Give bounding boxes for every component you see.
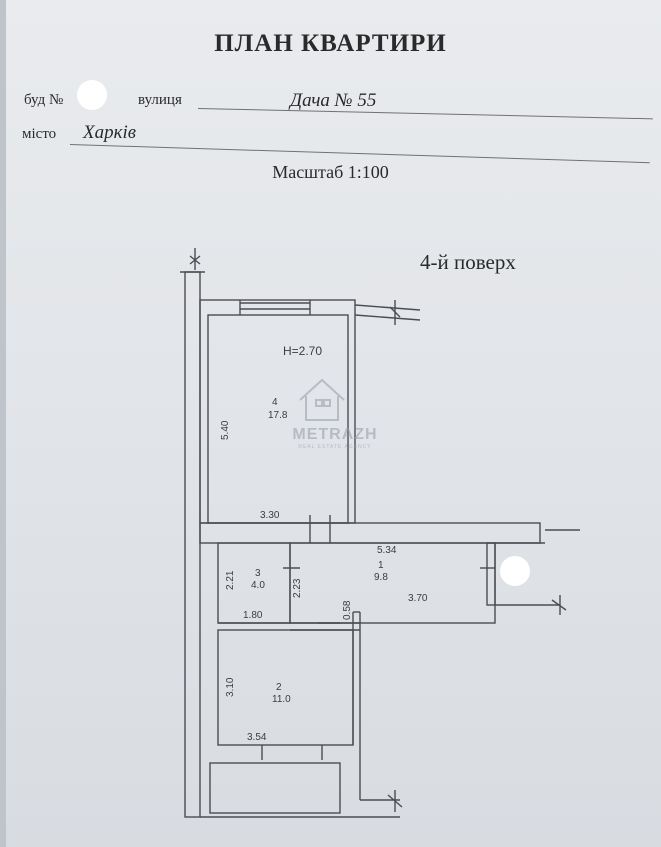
corridor-lower-dim: 3.70 — [408, 593, 428, 604]
corridor-height-dim: 2.23 — [292, 578, 303, 598]
building-label: буд № — [24, 92, 64, 108]
building-number-redaction — [77, 80, 107, 110]
watermark-house-icon — [299, 378, 345, 421]
left-wall — [184, 271, 201, 818]
watermark: METRAZH REAL ESTATE AGENCY — [280, 378, 390, 450]
room-3-area: 4.0 — [251, 580, 265, 591]
room-3-number: 3 — [255, 568, 261, 579]
step-dim: 0.58 — [342, 600, 353, 620]
scale-label: Масштаб 1:100 — [272, 162, 389, 182]
street-value: Дача № 55 — [290, 90, 377, 111]
balcony-outline — [209, 762, 341, 814]
break-mark-top — [389, 300, 401, 325]
paper-edge — [0, 0, 6, 847]
room-1-number: 1 — [378, 560, 384, 571]
height-note: H=2.70 — [283, 344, 322, 358]
city-value: Харків — [83, 122, 137, 143]
watermark-name: METRAZH — [292, 426, 378, 443]
room-2-height-dim: 3.10 — [225, 677, 236, 697]
room-4-height-dim: 5.40 — [220, 420, 231, 440]
room-4-number: 4 — [272, 397, 278, 408]
room-2-number: 2 — [276, 682, 282, 693]
room-2-outline — [217, 629, 354, 746]
watermark-tagline: REAL ESTATE AGENCY — [298, 444, 372, 450]
redaction-dot — [500, 556, 530, 586]
corridor-width-dim: 5.34 — [377, 545, 397, 556]
floor-label: 4-й поверх — [420, 250, 516, 274]
room-4-width-dim: 3.30 — [260, 510, 280, 521]
room-3-height-dim: 2.21 — [225, 570, 236, 590]
break-mark — [189, 248, 201, 270]
city-label: місто — [22, 126, 57, 142]
room-1-area: 9.8 — [374, 572, 388, 583]
room-4-area: 17.8 — [268, 410, 288, 421]
room-3-width-dim: 1.80 — [243, 610, 263, 621]
room-2-width-dim: 3.54 — [247, 732, 267, 743]
street-label: вулиця — [138, 92, 182, 108]
document-title: ПЛАН КВАРТИРИ — [214, 30, 447, 57]
room-2-area: 11.0 — [272, 694, 291, 705]
